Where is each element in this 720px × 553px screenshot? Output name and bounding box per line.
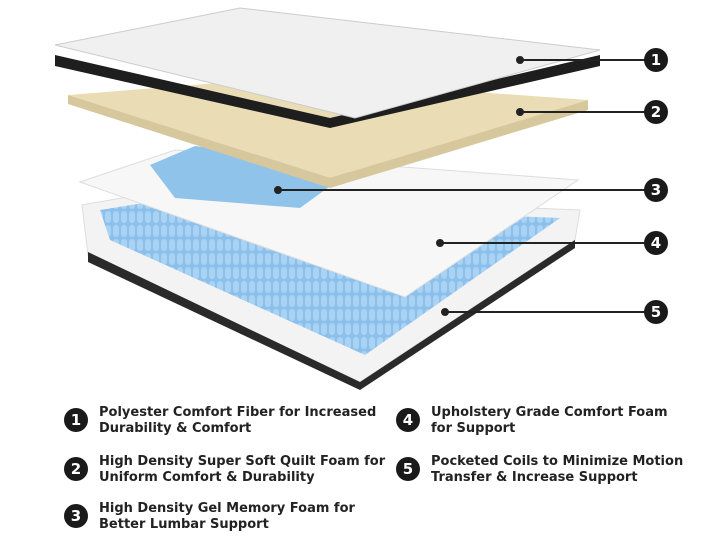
svg-text:1: 1: [651, 51, 661, 69]
legend-text: Durability & Comfort: [99, 421, 252, 436]
legend-text: for Support: [431, 421, 516, 436]
svg-text:3: 3: [651, 181, 661, 199]
legend-item-2: 2 High Density Super Soft Quilt Foam for…: [64, 454, 385, 486]
legend-badge: 1: [64, 408, 88, 432]
svg-text:2: 2: [651, 103, 661, 121]
svg-text:5: 5: [651, 303, 661, 321]
legend-text: Uniform Comfort & Durability: [99, 470, 315, 485]
legend-text: High Density Super Soft Quilt Foam for: [99, 454, 386, 469]
legend-text: Better Lumbar Support: [99, 517, 269, 532]
legend-badge: 3: [64, 504, 88, 528]
legend-badge: 2: [64, 457, 88, 481]
legend-text: Upholstery Grade Comfort Foam: [431, 405, 668, 420]
pillow-top-layer: [54, 7, 601, 128]
legend-text: Pocketed Coils to Minimize Motion: [431, 454, 684, 469]
callout-badge-1: 1: [644, 48, 668, 72]
legend-text: High Density Gel Memory Foam for: [99, 501, 355, 516]
legend-text: Polyester Comfort Fiber for Increased: [99, 405, 377, 420]
callout-badge-5: 5: [644, 300, 668, 324]
callout-badge-2: 2: [644, 100, 668, 124]
quilt-foam-layer: [68, 78, 588, 188]
mattress-layers-illustration: 1 2 3 4 5: [54, 7, 668, 390]
callout-lines: [274, 56, 645, 316]
callout-badge-3: 3: [644, 178, 668, 202]
callout-badge-4: 4: [644, 231, 668, 255]
legend-badge: 5: [396, 457, 420, 481]
legend-text: Transfer & Increase Support: [431, 470, 638, 485]
svg-text:4: 4: [651, 234, 661, 252]
legend-badge: 4: [396, 408, 420, 432]
